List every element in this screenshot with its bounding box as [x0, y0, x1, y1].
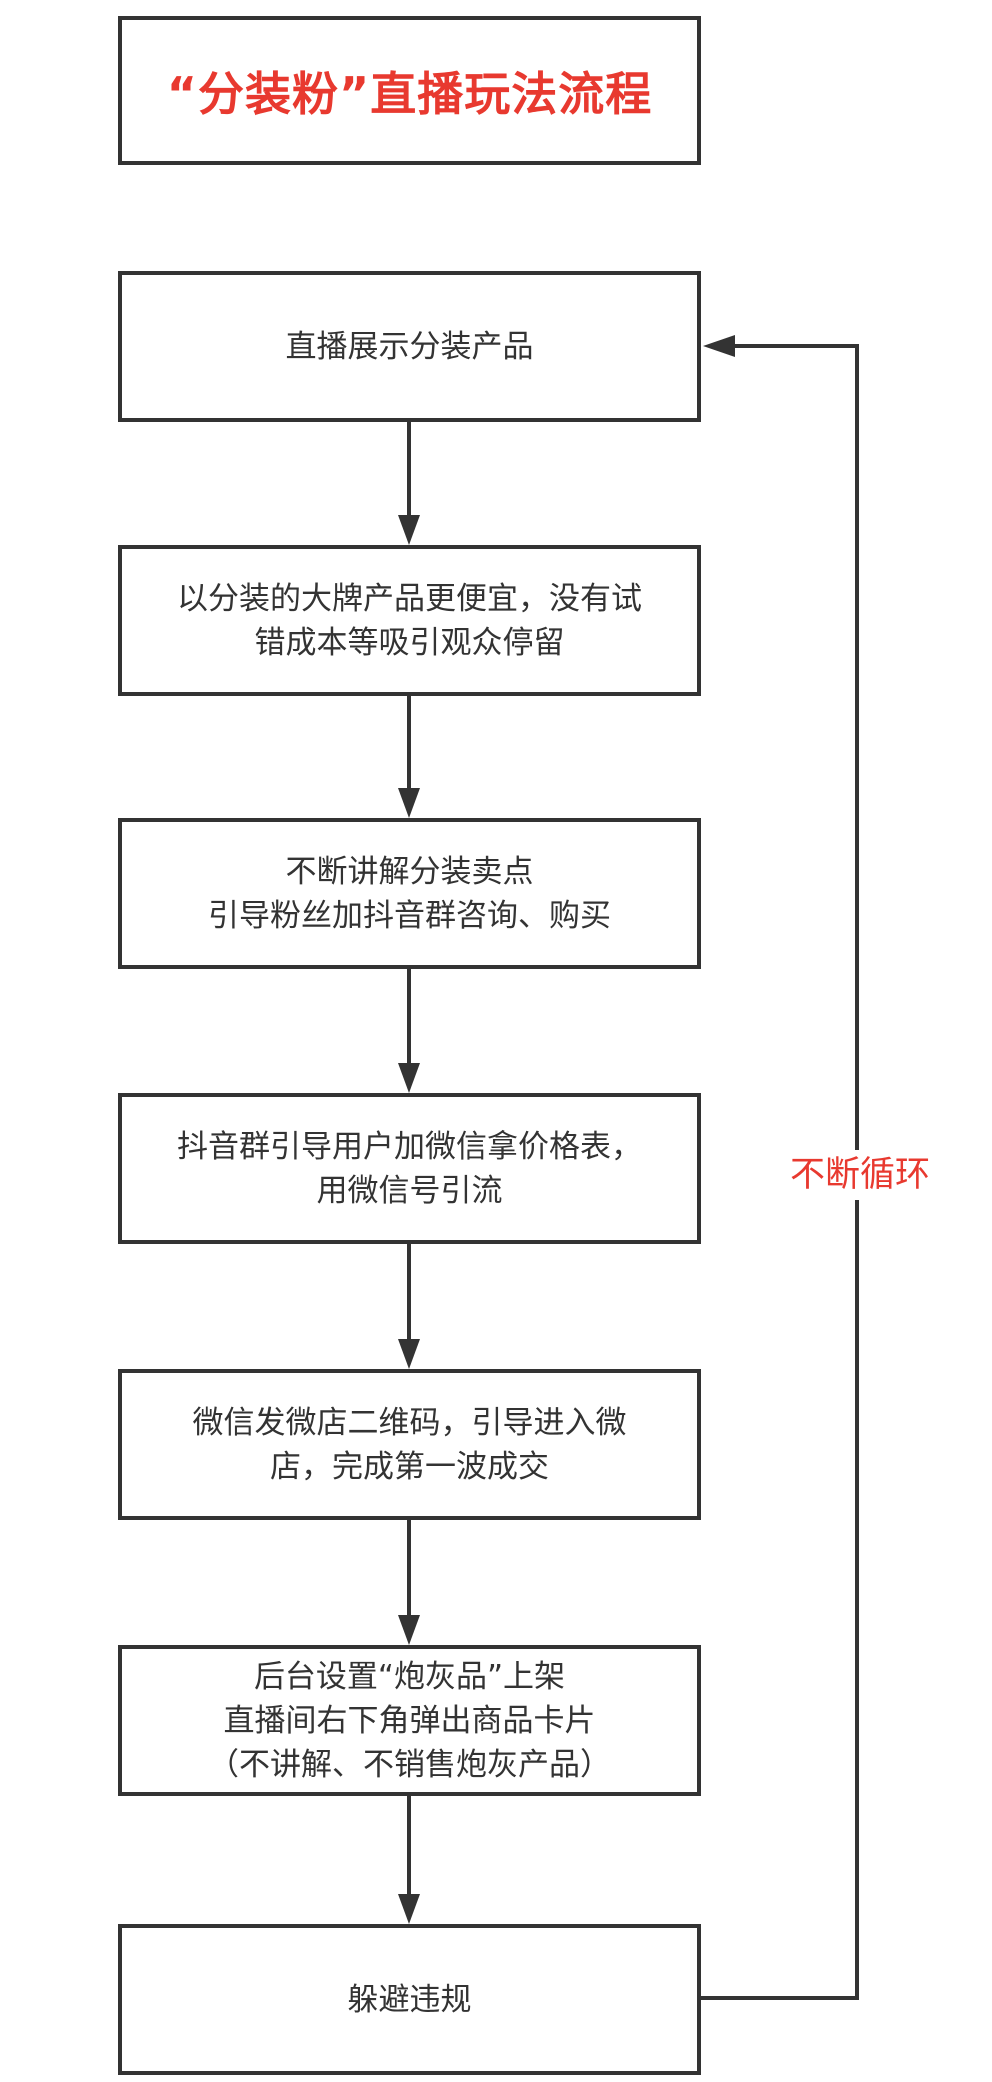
- flow-step-3-text: 不断讲解分装卖点 引导粉丝加抖音群咨询、购买: [208, 853, 611, 934]
- flow-step-1-text: 直播展示分装产品: [285, 328, 534, 365]
- arrowhead-down-6: [398, 1615, 420, 1645]
- flow-step-2-text: 以分装的大牌产品更便宜，没有试 错成本等吸引观众停留: [177, 580, 642, 661]
- arrow-heads: [398, 335, 735, 1924]
- flow-step-5-text: 微信发微店二维码，引导进入微 店，完成第一波成交: [192, 1404, 627, 1485]
- flow-step-1: 直播展示分装产品: [118, 271, 701, 422]
- arrowhead-down-4: [398, 1063, 420, 1093]
- flow-step-4: 抖音群引导用户加微信拿价格表， 用微信号引流: [118, 1093, 701, 1244]
- flow-step-7: 躲避违规: [118, 1924, 701, 2075]
- flow-step-6: 后台设置“炮灰品”上架 直播间右下角弹出商品卡片 （不讲解、不销售炮灰产品）: [118, 1645, 701, 1796]
- arrowhead-down-5: [398, 1339, 420, 1369]
- flow-step-6-text: 后台设置“炮灰品”上架 直播间右下角弹出商品卡片 （不讲解、不销售炮灰产品）: [208, 1658, 611, 1783]
- arrowhead-loop-back: [703, 335, 735, 357]
- arrowhead-down-3: [398, 788, 420, 818]
- loop-label: 不断循环: [780, 1150, 940, 1200]
- diagram-title: “分装粉”直播玩法流程: [166, 66, 653, 121]
- flow-step-4-text: 抖音群引导用户加微信拿价格表， 用微信号引流: [177, 1128, 642, 1209]
- flow-step-2: 以分装的大牌产品更便宜，没有试 错成本等吸引观众停留: [118, 545, 701, 696]
- flow-step-7-text: 躲避违规: [347, 1981, 472, 2018]
- flow-step-5: 微信发微店二维码，引导进入微 店，完成第一波成交: [118, 1369, 701, 1520]
- arrowhead-down-2: [398, 515, 420, 545]
- arrowhead-down-7: [398, 1894, 420, 1924]
- title-box: “分装粉”直播玩法流程: [118, 16, 701, 165]
- flow-step-3: 不断讲解分装卖点 引导粉丝加抖音群咨询、购买: [118, 818, 701, 969]
